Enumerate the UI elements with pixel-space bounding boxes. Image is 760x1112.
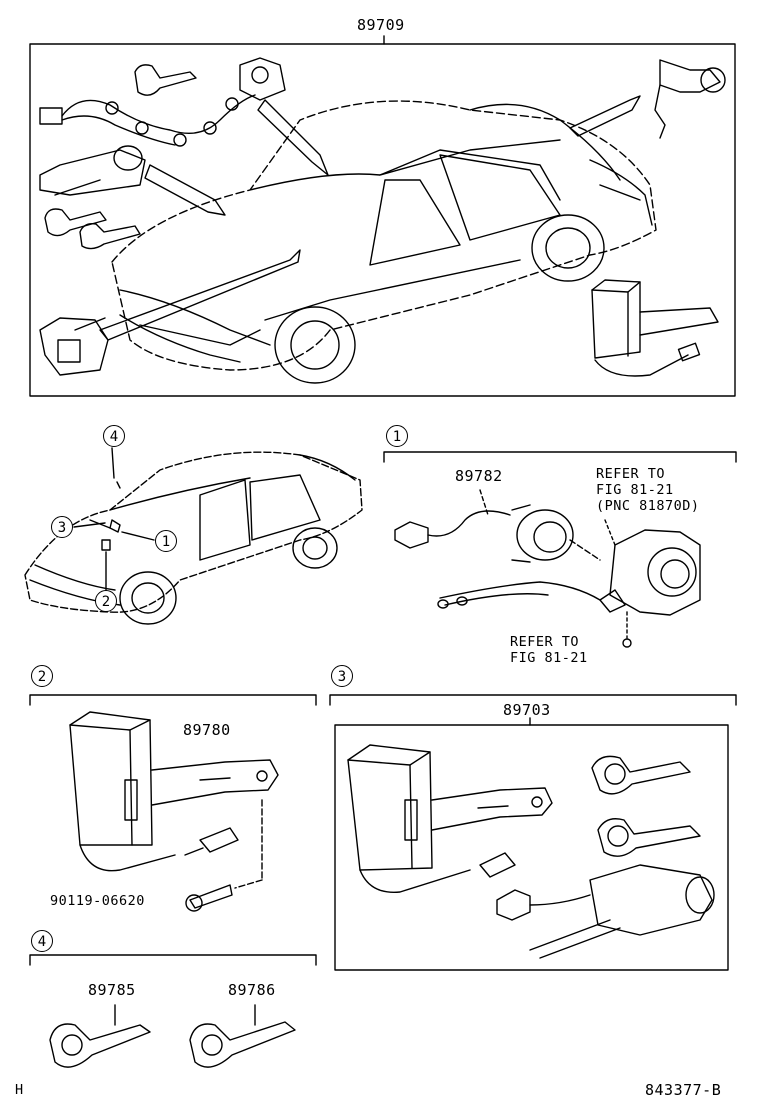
control-unit-89780	[69, 711, 279, 912]
callout-1: 1	[155, 530, 177, 552]
part-number-89785: 89785	[88, 981, 136, 999]
section-2-marker: 2	[31, 665, 53, 687]
top-control-unit	[591, 279, 719, 377]
callout-4: 4	[103, 425, 125, 447]
key-89786	[189, 1004, 296, 1068]
part-number-89786: 89786	[228, 981, 276, 999]
top-wire-harness	[39, 57, 286, 147]
steering-lock-parts	[394, 489, 701, 648]
top-assembly-box	[29, 43, 736, 397]
top-door-lock	[39, 317, 109, 376]
top-keys	[44, 64, 197, 250]
refer-note-2-line2: FIG 81-21	[510, 650, 588, 666]
bolt-part-number: 90119-06620	[50, 893, 145, 909]
callout-3: 3	[51, 516, 73, 538]
figure-code: 843377-B	[645, 1081, 722, 1099]
part-number-89709: 89709	[357, 16, 405, 34]
section-1-marker: 1	[386, 425, 408, 447]
part-number-89780: 89780	[183, 721, 231, 739]
top-ignition-cylinder	[39, 145, 146, 196]
kit-89703-parts	[347, 744, 715, 959]
top-car-illustration	[111, 100, 657, 384]
section-3-marker: 3	[331, 665, 353, 687]
callout-2: 2	[95, 590, 117, 612]
part-number-89782: 89782	[455, 467, 503, 485]
top-trunk-lock	[654, 59, 726, 139]
refer-note-2-line1: REFER TO	[510, 634, 580, 650]
refer-note-1-line2: FIG 81-21	[596, 482, 674, 498]
middle-car-illustration	[24, 451, 363, 625]
refer-note-1-line3: (PNC 81870D)	[596, 498, 700, 514]
part-number-89703: 89703	[503, 701, 551, 719]
refer-note-1-line1: REFER TO	[596, 466, 666, 482]
top-arrows	[99, 95, 641, 341]
corner-mark: H	[15, 1082, 24, 1098]
section-4-marker: 4	[31, 930, 53, 952]
kit-89703-box	[334, 724, 729, 971]
key-89785	[49, 1004, 151, 1068]
